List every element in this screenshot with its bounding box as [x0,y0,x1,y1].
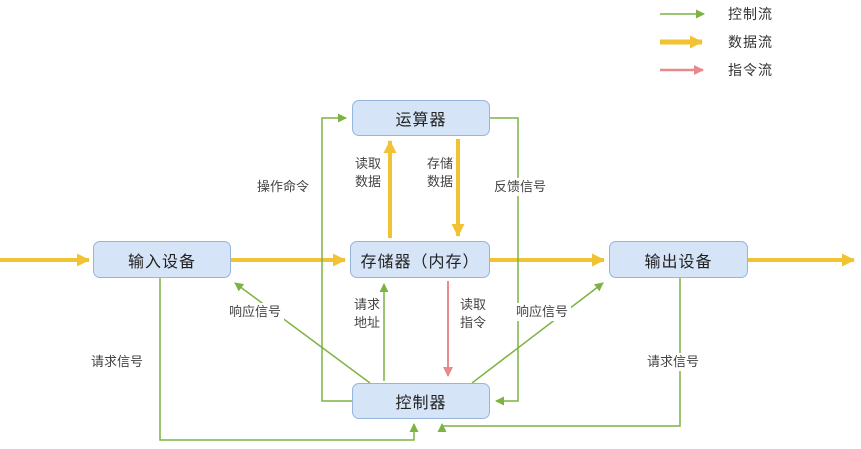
edge-label-request-address: 请求地址 [352,296,382,333]
control-flow-arrow-icon [660,9,705,19]
edge-label-store-data: 存储数据 [425,155,455,192]
edge-control-response-input [234,282,371,384]
legend-label-control-flow: 控制流 [728,6,773,22]
node-alu: 运算器 [352,100,490,136]
edge-label-read-data: 读取数据 [353,155,383,192]
edge-control-request-output [437,278,681,432]
edge-control-request-input [159,278,419,441]
legend-label-instruction-flow: 指令流 [728,62,773,78]
legend: 控制流 数据流 指令流 [658,6,773,90]
edge-label-response-signal-right: 响应信号 [513,303,571,322]
legend-item-instruction-flow: 指令流 [658,62,773,78]
edge-label-request-signal-right: 请求信号 [644,353,702,372]
edge-label-read-instruction: 读取指令 [458,296,488,333]
instruction-flow-arrow-icon [660,65,704,75]
edge-label-feedback-signal: 反馈信号 [491,178,549,197]
legend-label-data-flow: 数据流 [728,34,773,50]
legend-item-control-flow: 控制流 [658,6,773,22]
edge-control-operation-command [321,113,352,402]
edge-label-response-signal-left: 响应信号 [226,303,284,322]
node-memory: 存储器（内存） [350,241,490,278]
edge-label-operation-command: 操作命令 [254,178,312,197]
node-input-device: 输入设备 [93,241,231,278]
edge-label-request-signal-left: 请求信号 [88,353,146,372]
edge-control-response-output [471,282,604,384]
node-output-device: 输出设备 [609,241,748,278]
node-controller: 控制器 [352,383,490,419]
edge-control-feedback-signal [490,117,519,406]
legend-item-data-flow: 数据流 [658,34,773,50]
data-flow-arrow-icon [660,35,703,49]
